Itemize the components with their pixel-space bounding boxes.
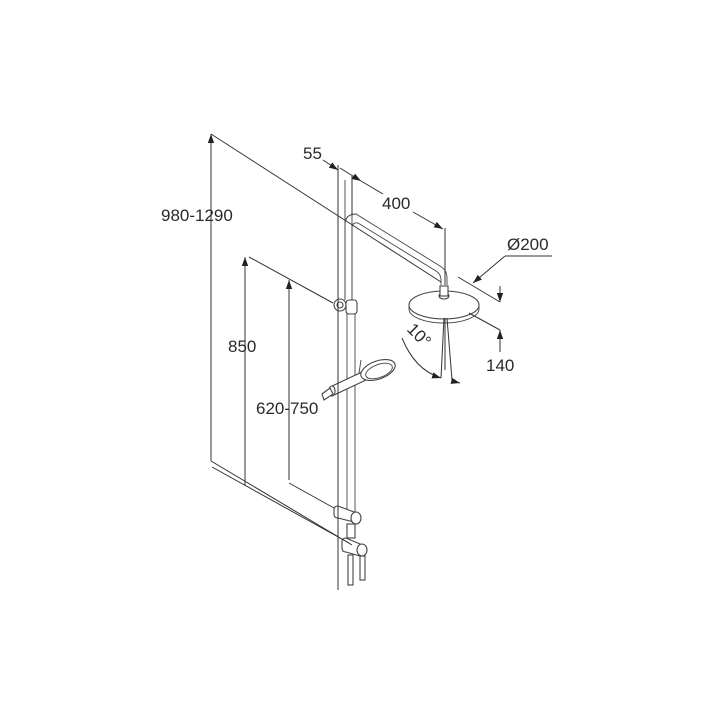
label-rail-height: 850: [228, 337, 256, 356]
label-spray-angle: 10°: [403, 319, 435, 351]
dimension-head-height: 140: [457, 276, 514, 375]
label-head-diameter: Ø200: [507, 235, 549, 254]
rain-shower-head: [408, 285, 480, 324]
lower-holder: [333, 505, 362, 525]
riser-rail: [344, 180, 356, 520]
upper-rail-holder: [333, 298, 358, 315]
label-head-height: 140: [486, 356, 514, 375]
label-arm-length: 400: [382, 194, 410, 213]
dimension-arm-length: 400: [339, 167, 446, 285]
dimension-total-height: 980-1290: [161, 133, 442, 546]
dimension-wall-offset: 55: [303, 144, 353, 590]
label-handshower-holder: 620-750: [256, 399, 318, 418]
spray-angle-indicator: [401, 317, 461, 384]
label-total-height: 980-1290: [161, 206, 233, 225]
dimension-handshower-holder: 620-750: [256, 280, 335, 509]
diverter-valve: [341, 523, 368, 586]
shower-arm: [344, 213, 448, 300]
hand-shower: [321, 358, 396, 401]
dimension-head-diameter: Ø200: [472, 235, 552, 284]
label-wall-offset: 55: [303, 144, 322, 163]
